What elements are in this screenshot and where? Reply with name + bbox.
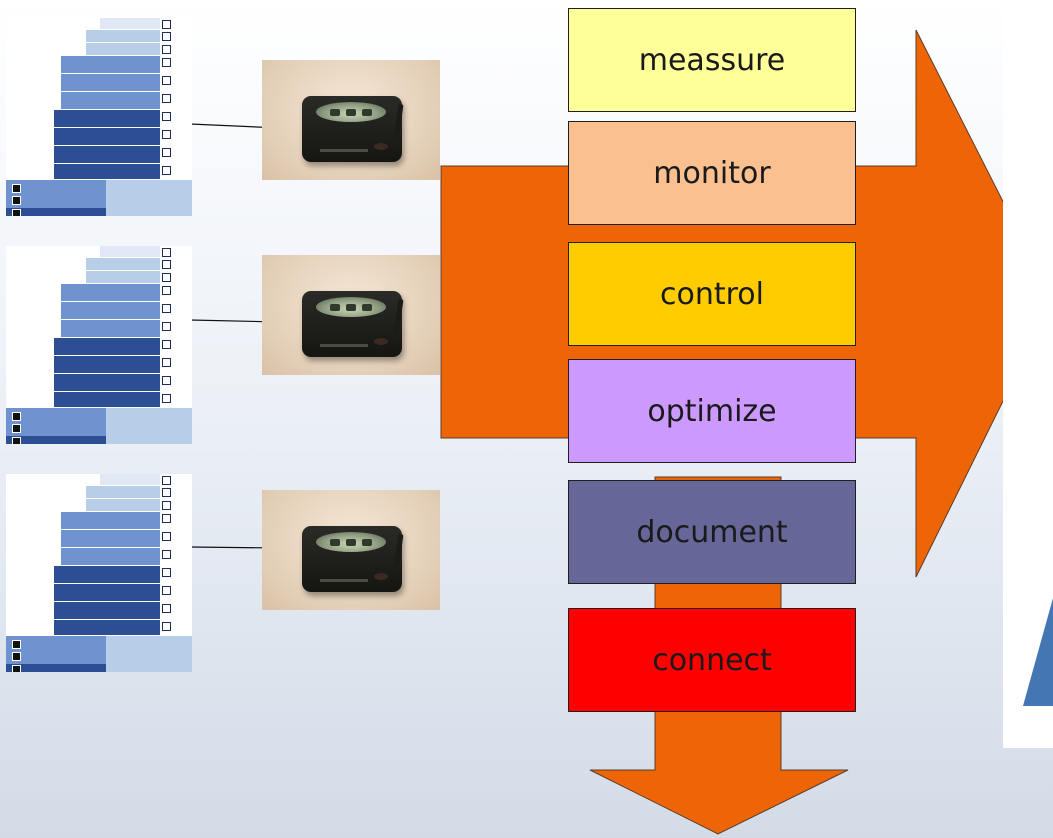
step-label: connect <box>652 642 772 678</box>
stack-footer-block <box>106 408 192 444</box>
stack-footer-block <box>6 408 106 436</box>
stack-row <box>86 486 160 498</box>
stack-chip-icon <box>12 652 21 661</box>
stack-row <box>54 128 160 145</box>
stack-row <box>61 284 160 301</box>
stack-row <box>54 620 160 635</box>
stack-row <box>61 56 160 73</box>
stack-footer-block <box>6 208 106 216</box>
stack-footer-block <box>106 180 192 216</box>
stack-chip-icon <box>162 76 171 85</box>
stack-row <box>54 338 160 355</box>
stack-chip-icon <box>162 604 171 613</box>
stack-chip-icon <box>162 550 171 559</box>
device-photo-1 <box>262 60 440 180</box>
stack-row <box>86 258 160 270</box>
stack-chip-icon <box>12 665 21 672</box>
stack-chip-icon <box>162 394 171 403</box>
stack-chip-icon <box>12 184 21 193</box>
stack-footer-block <box>106 636 192 672</box>
stack-chip-icon <box>162 322 171 331</box>
stack-chip-icon <box>162 166 171 175</box>
step-label: control <box>660 276 764 312</box>
stack-row <box>86 30 160 42</box>
stack-chip-icon <box>12 209 21 216</box>
step-monitor: monitor <box>568 121 856 225</box>
stack-chip-icon <box>162 112 171 121</box>
stack-row <box>54 110 160 127</box>
stack-chip-icon <box>162 45 171 54</box>
stack-footer-block <box>6 636 106 664</box>
stack-chip-icon <box>162 501 171 510</box>
step-label: meassure <box>638 42 786 78</box>
stack-chip-icon <box>12 196 21 205</box>
stack-chip-icon <box>162 260 171 269</box>
stack-chip-icon <box>162 130 171 139</box>
stack-chip-icon <box>162 568 171 577</box>
step-control: control <box>568 242 856 346</box>
stack-chip-icon <box>12 412 21 421</box>
stack-chip-icon <box>162 622 171 631</box>
stack-chip-icon <box>162 358 171 367</box>
stack-row <box>54 392 160 407</box>
stack-row <box>54 356 160 373</box>
stack-row <box>61 320 160 337</box>
stack-row <box>54 374 160 391</box>
stack-chip-icon <box>162 340 171 349</box>
stack-row <box>86 499 160 511</box>
stack-row <box>61 74 160 91</box>
stack-chip-icon <box>162 273 171 282</box>
stack-row <box>61 512 160 529</box>
stack-row <box>61 530 160 547</box>
stack-chip-icon <box>162 514 171 523</box>
stack-chip-icon <box>12 640 21 649</box>
stack-footer-block <box>6 664 106 672</box>
logo-icon <box>1023 598 1053 706</box>
step-document: document <box>568 480 856 584</box>
stack-chip-icon <box>162 32 171 41</box>
step-label: optimize <box>647 393 777 429</box>
stack-chip-icon <box>162 476 171 485</box>
stack-chip-icon <box>162 58 171 67</box>
stack-row <box>100 246 160 257</box>
ui-stack-thumbnail-3 <box>6 474 192 672</box>
step-optimize: optimize <box>568 359 856 463</box>
stack-row <box>61 92 160 109</box>
stack-row <box>61 302 160 319</box>
ui-stack-thumbnail-2 <box>6 246 192 444</box>
stack-row <box>86 271 160 283</box>
stack-footer-block <box>6 436 106 444</box>
stack-chip-icon <box>162 248 171 257</box>
stack-row <box>54 146 160 163</box>
stack-chip-icon <box>162 304 171 313</box>
stack-row <box>54 602 160 619</box>
stack-chip-icon <box>162 586 171 595</box>
stack-footer-block <box>6 180 106 208</box>
step-label: document <box>636 514 788 550</box>
stack-chip-icon <box>162 20 171 29</box>
stack-row <box>54 584 160 601</box>
stack-chip-icon <box>162 532 171 541</box>
stack-row <box>86 43 160 55</box>
stack-row <box>54 164 160 179</box>
stack-row <box>100 18 160 29</box>
step-meassure: meassure <box>568 8 856 112</box>
step-connect: connect <box>568 608 856 712</box>
device-photo-2 <box>262 255 440 375</box>
ui-stack-thumbnail-1 <box>6 18 192 216</box>
stack-row <box>54 566 160 583</box>
device-photo-3 <box>262 490 440 610</box>
stack-chip-icon <box>162 376 171 385</box>
step-label: monitor <box>653 155 771 191</box>
stack-row <box>61 548 160 565</box>
stack-chip-icon <box>162 286 171 295</box>
stack-chip-icon <box>162 488 171 497</box>
stack-chip-icon <box>162 148 171 157</box>
stack-chip-icon <box>162 94 171 103</box>
stack-chip-icon <box>12 424 21 433</box>
stack-row <box>100 474 160 485</box>
stack-chip-icon <box>12 437 21 444</box>
logo-tile <box>1003 0 1053 748</box>
